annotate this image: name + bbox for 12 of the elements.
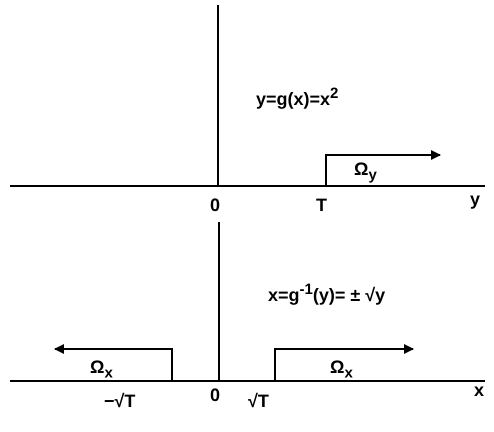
tick-label: −√T (104, 392, 136, 410)
region-label: Ω$_{x}$ (90, 358, 113, 381)
region-label: Ω$_{x}$ (330, 358, 353, 381)
origin-label: 0 (210, 196, 220, 214)
axis-label: x (474, 381, 484, 399)
inverse-formula: x=g$^{-1}$(y)= ± √y (268, 282, 386, 304)
tick-label: √T (248, 392, 269, 410)
axis-label: y (470, 190, 480, 208)
region-label: Ω$_{y}$ (354, 160, 377, 183)
function-formula: y=g(x)=x$^{2}$ (256, 86, 338, 108)
origin-label: 0 (210, 386, 220, 404)
tick-label: T (316, 196, 327, 214)
